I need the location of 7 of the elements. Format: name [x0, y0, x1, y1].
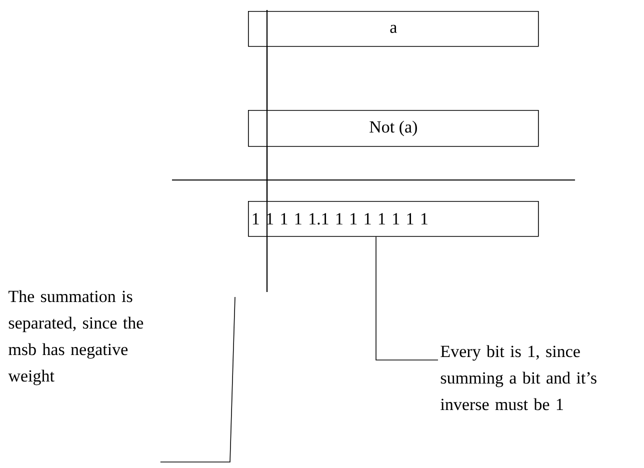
note-text: The summation is separated, since the msb has negative weight	[8, 290, 144, 386]
text-box: Not (a)	[248, 110, 539, 147]
leader-line	[160, 296, 236, 462]
note-text: Every bit is 1, since summing a bit and it’s inverse must be 1	[440, 345, 596, 410]
leader-line	[376, 236, 438, 360]
text-box: a	[248, 11, 539, 47]
text-box: 1 1 1 1 1.1 1 1 1 1 1 1 1	[248, 201, 539, 237]
